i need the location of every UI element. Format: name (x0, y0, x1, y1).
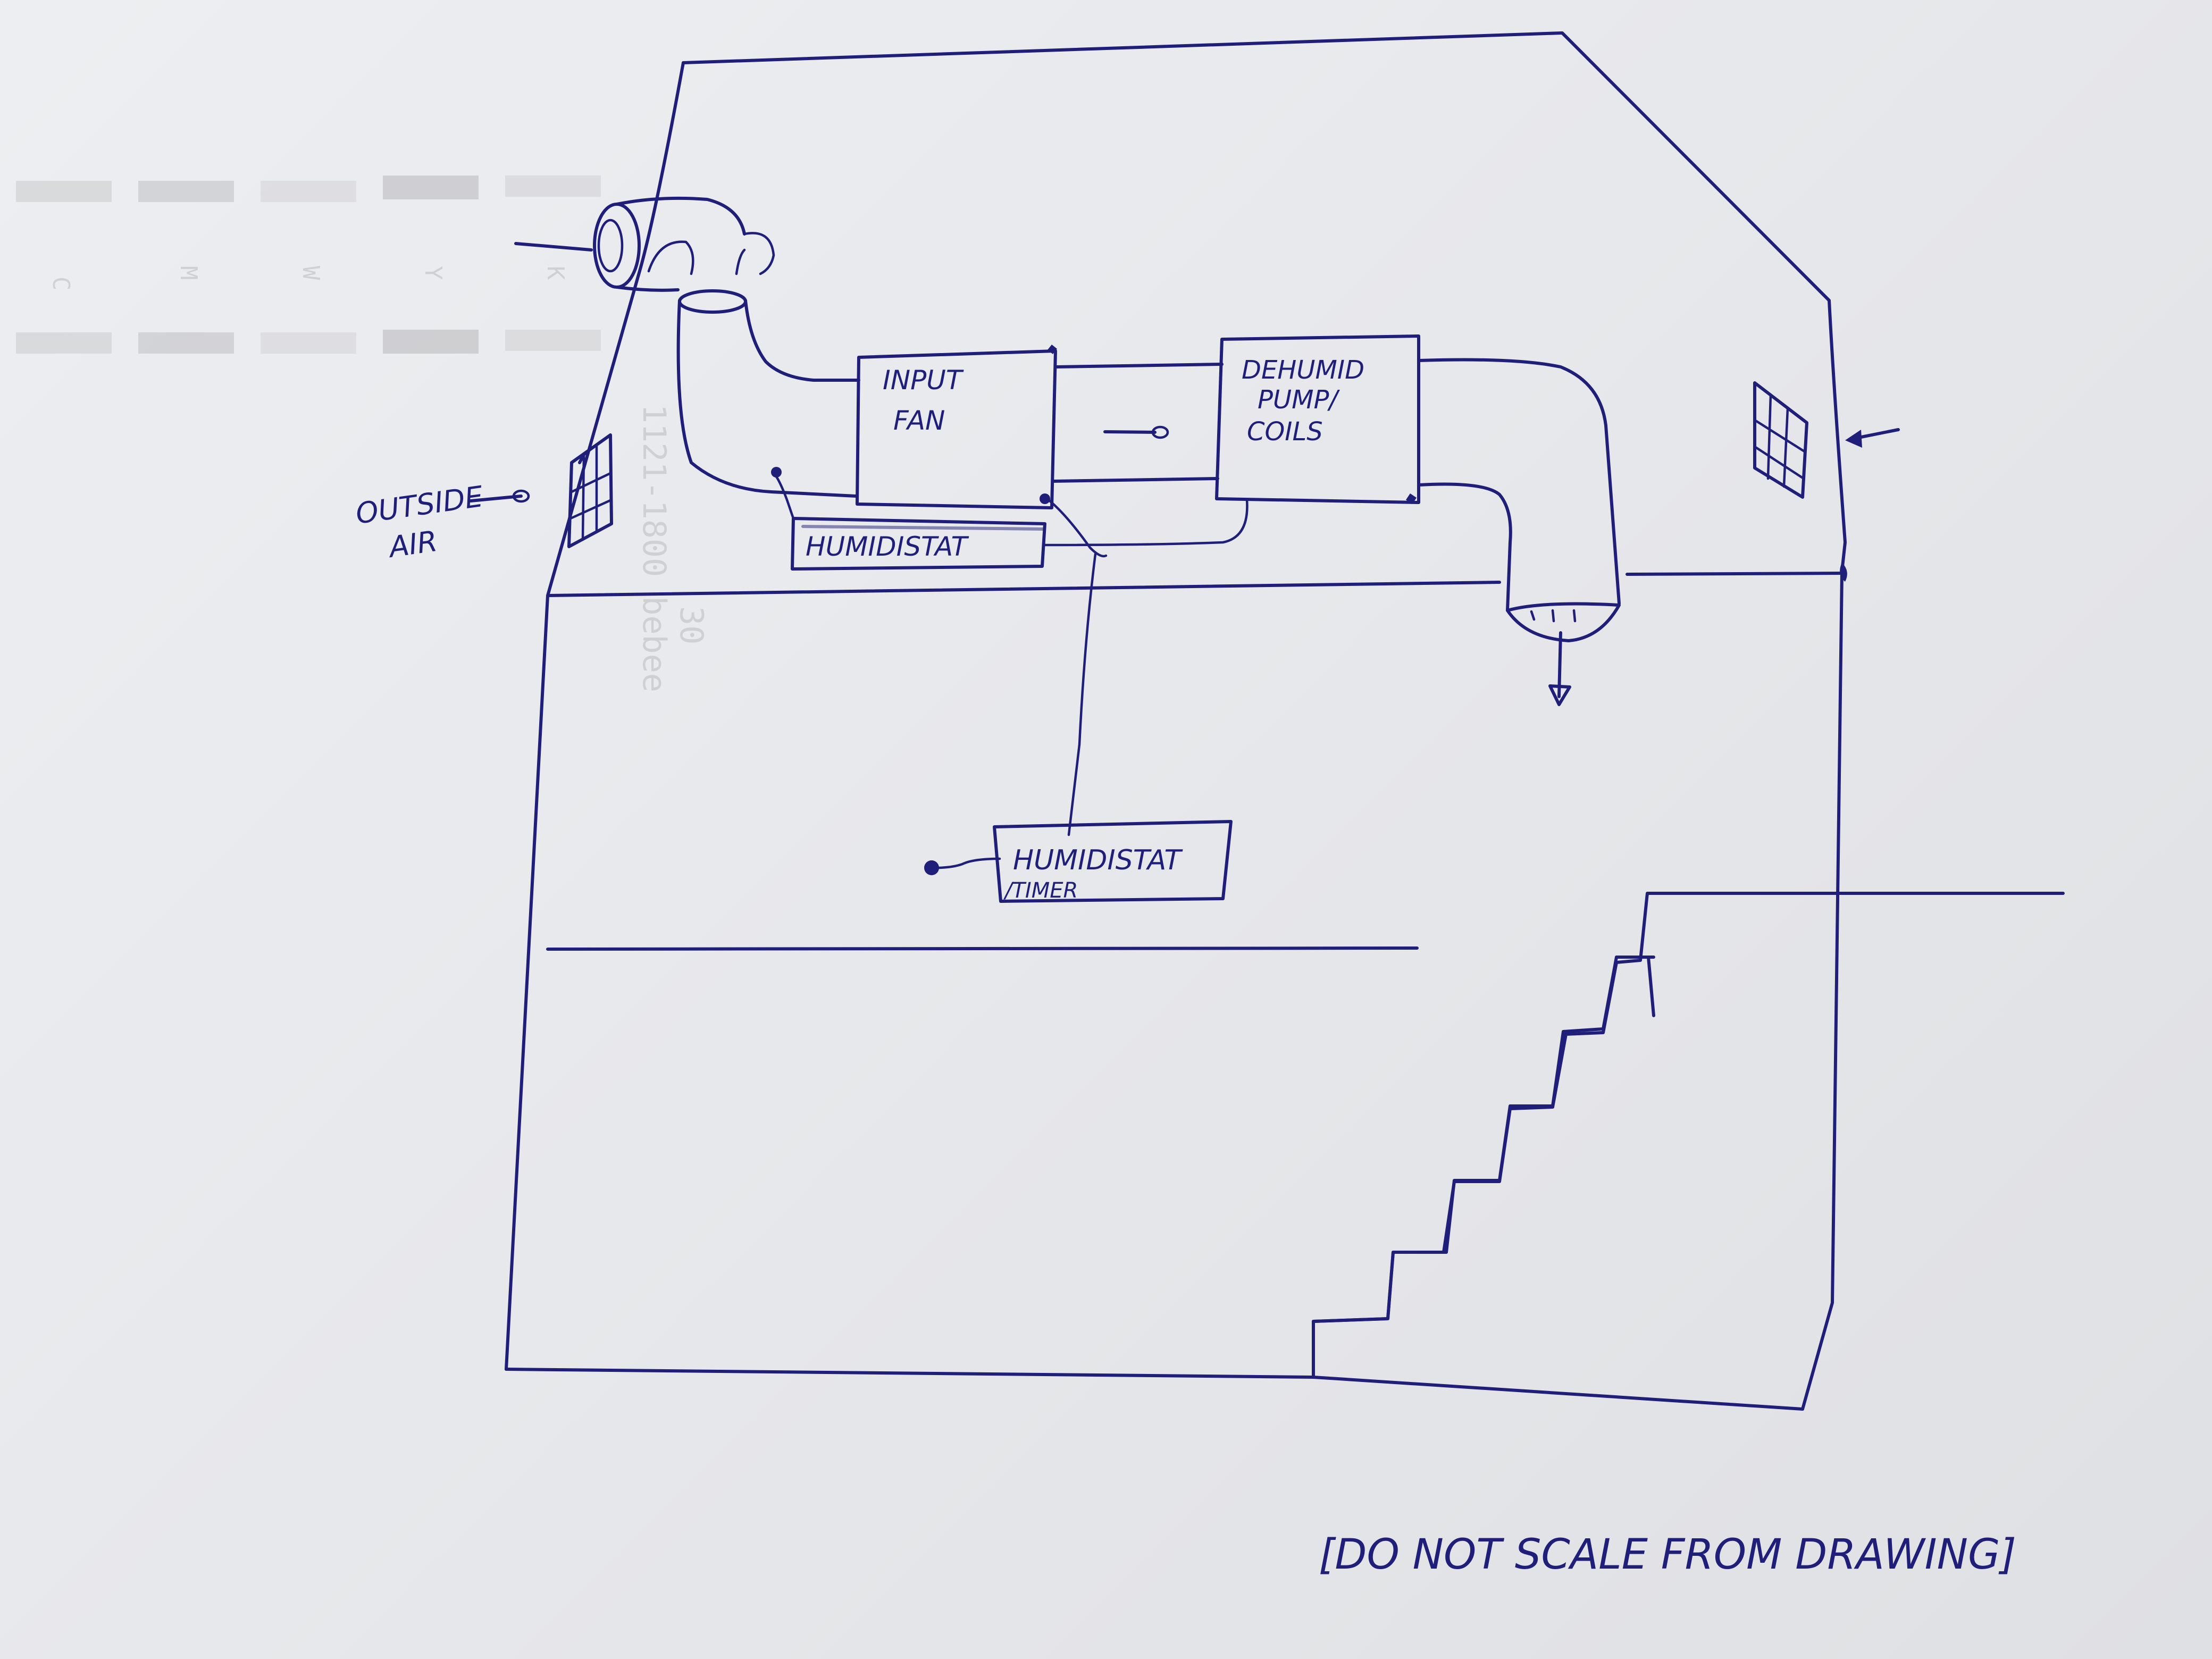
staircase (1312, 892, 2065, 1379)
input-fan-box (856, 349, 1057, 509)
ghost-letter-m: M (175, 266, 202, 280)
duct-upper-wall (744, 299, 860, 382)
exhaust-arrow-head (1548, 684, 1571, 706)
humidistat-wire-to-fan (1043, 496, 1108, 558)
right-vent-frame (1753, 381, 1808, 499)
connector-duct-bottom (1051, 477, 1219, 483)
outside-air-arrow-head (512, 489, 530, 503)
input-fan-corner-dot (1048, 345, 1057, 354)
dehumid-box (1215, 334, 1420, 504)
middle-floor-line (546, 946, 1419, 951)
left-vent-grille (569, 444, 613, 541)
show-through-marks: C M W Y K 1121-1800 bebee 30 (16, 175, 710, 692)
intake-arrow-shaft (514, 242, 593, 252)
flow-arrow-head (1151, 425, 1169, 439)
right-inlet-arrow-head (1845, 430, 1862, 448)
dehumid-label-line1: DEHUMID (1242, 355, 1364, 385)
input-fan-label-line1: INPUT (883, 365, 964, 396)
left-wall (505, 594, 549, 1371)
dehumid-label-line3: COILS (1247, 417, 1323, 447)
intake-elbow-bottom (615, 286, 680, 292)
attic-floor-right (1626, 572, 1844, 576)
humidistat-timer-box (993, 820, 1233, 903)
intake-opening (593, 203, 641, 289)
input-fan-unit: INPUT FAN (856, 345, 1057, 509)
staircase-lower (1312, 956, 1655, 1379)
roof-line (682, 31, 1847, 573)
humidistat-wire-dot-left (771, 467, 782, 477)
humidistat-upper-unit: HUMIDISTAT (771, 467, 1249, 571)
fan-to-dehumid-duct (1051, 363, 1224, 483)
timer-outlet-dot (924, 860, 939, 875)
dehumid-label-line2: PUMP/ (1258, 385, 1340, 415)
exhaust-outer-wall (1417, 358, 1621, 605)
intake-flow-arrow-left (647, 240, 694, 275)
humidistat-upper-label: HUMIDISTAT (806, 531, 969, 562)
outside-air-label-line2: AIR (386, 524, 439, 564)
outside-air-label-line1: OUTSIDE (354, 480, 485, 531)
intake-flow-arrow-right (735, 248, 746, 275)
timer-wire-to-outlet (934, 857, 1001, 869)
exhaust-duct (1417, 358, 1621, 706)
right-vent-grille (1753, 393, 1807, 488)
dehumidifier-unit: DEHUMID PUMP/ COILS (1215, 334, 1420, 504)
ghost-letter-k: K (542, 266, 569, 280)
humidistat-timer-unit: HUMIDISTAT /TIMER (924, 552, 1233, 903)
exhaust-outlet (1506, 602, 1621, 642)
right-wall (1801, 572, 1844, 1411)
house-outline (505, 31, 2065, 1411)
ghost-printer-text: 1121-1800 bebee (635, 404, 673, 692)
humidistat-wire-to-dehumid (1043, 498, 1249, 547)
duct-lower-wall (676, 299, 858, 498)
humidistat-wire-to-duct (772, 472, 795, 520)
attic-floor-left (546, 581, 1501, 597)
left-vent-hatch (578, 448, 592, 464)
ghost-letter-w: W (297, 266, 324, 280)
intake-elbow-top (615, 196, 746, 236)
left-gable-vent (567, 433, 613, 548)
intake-elbow-right (743, 232, 775, 275)
humidistat-timer-label-line2: /TIMER (1003, 878, 1078, 903)
intake-pipe-mouth (678, 289, 747, 314)
right-gable-vent (1753, 381, 1900, 499)
exhaust-outlet-grille (1530, 609, 1577, 623)
input-fan-label-line2: FAN (893, 405, 945, 436)
ghost-printer-number: 30 (673, 606, 710, 644)
intake-inner-ring (597, 219, 624, 273)
dehumid-corner-dot (1406, 493, 1417, 504)
roof-corner-mark (1840, 563, 1847, 582)
ground-line (505, 1368, 1804, 1411)
humidistat-upper-inner (801, 525, 1045, 531)
ghost-letter-y: Y (420, 266, 447, 280)
humidistat-wire-dot-fan (1040, 493, 1050, 504)
humidistat-upper-box (791, 517, 1046, 571)
exhaust-inner-wall (1417, 482, 1512, 612)
outside-air-annotation: OUTSIDE AIR (354, 480, 530, 564)
timer-wire-vertical (1067, 552, 1097, 836)
humidistat-timer-label-line1: HUMIDISTAT (1013, 844, 1184, 876)
ghost-letter-c: C (47, 276, 74, 291)
intake-duct (514, 196, 860, 498)
connector-duct-top (1054, 363, 1224, 368)
footnote-do-not-scale: [DO NOT SCALE FROM DRAWING] (1319, 1531, 2016, 1579)
